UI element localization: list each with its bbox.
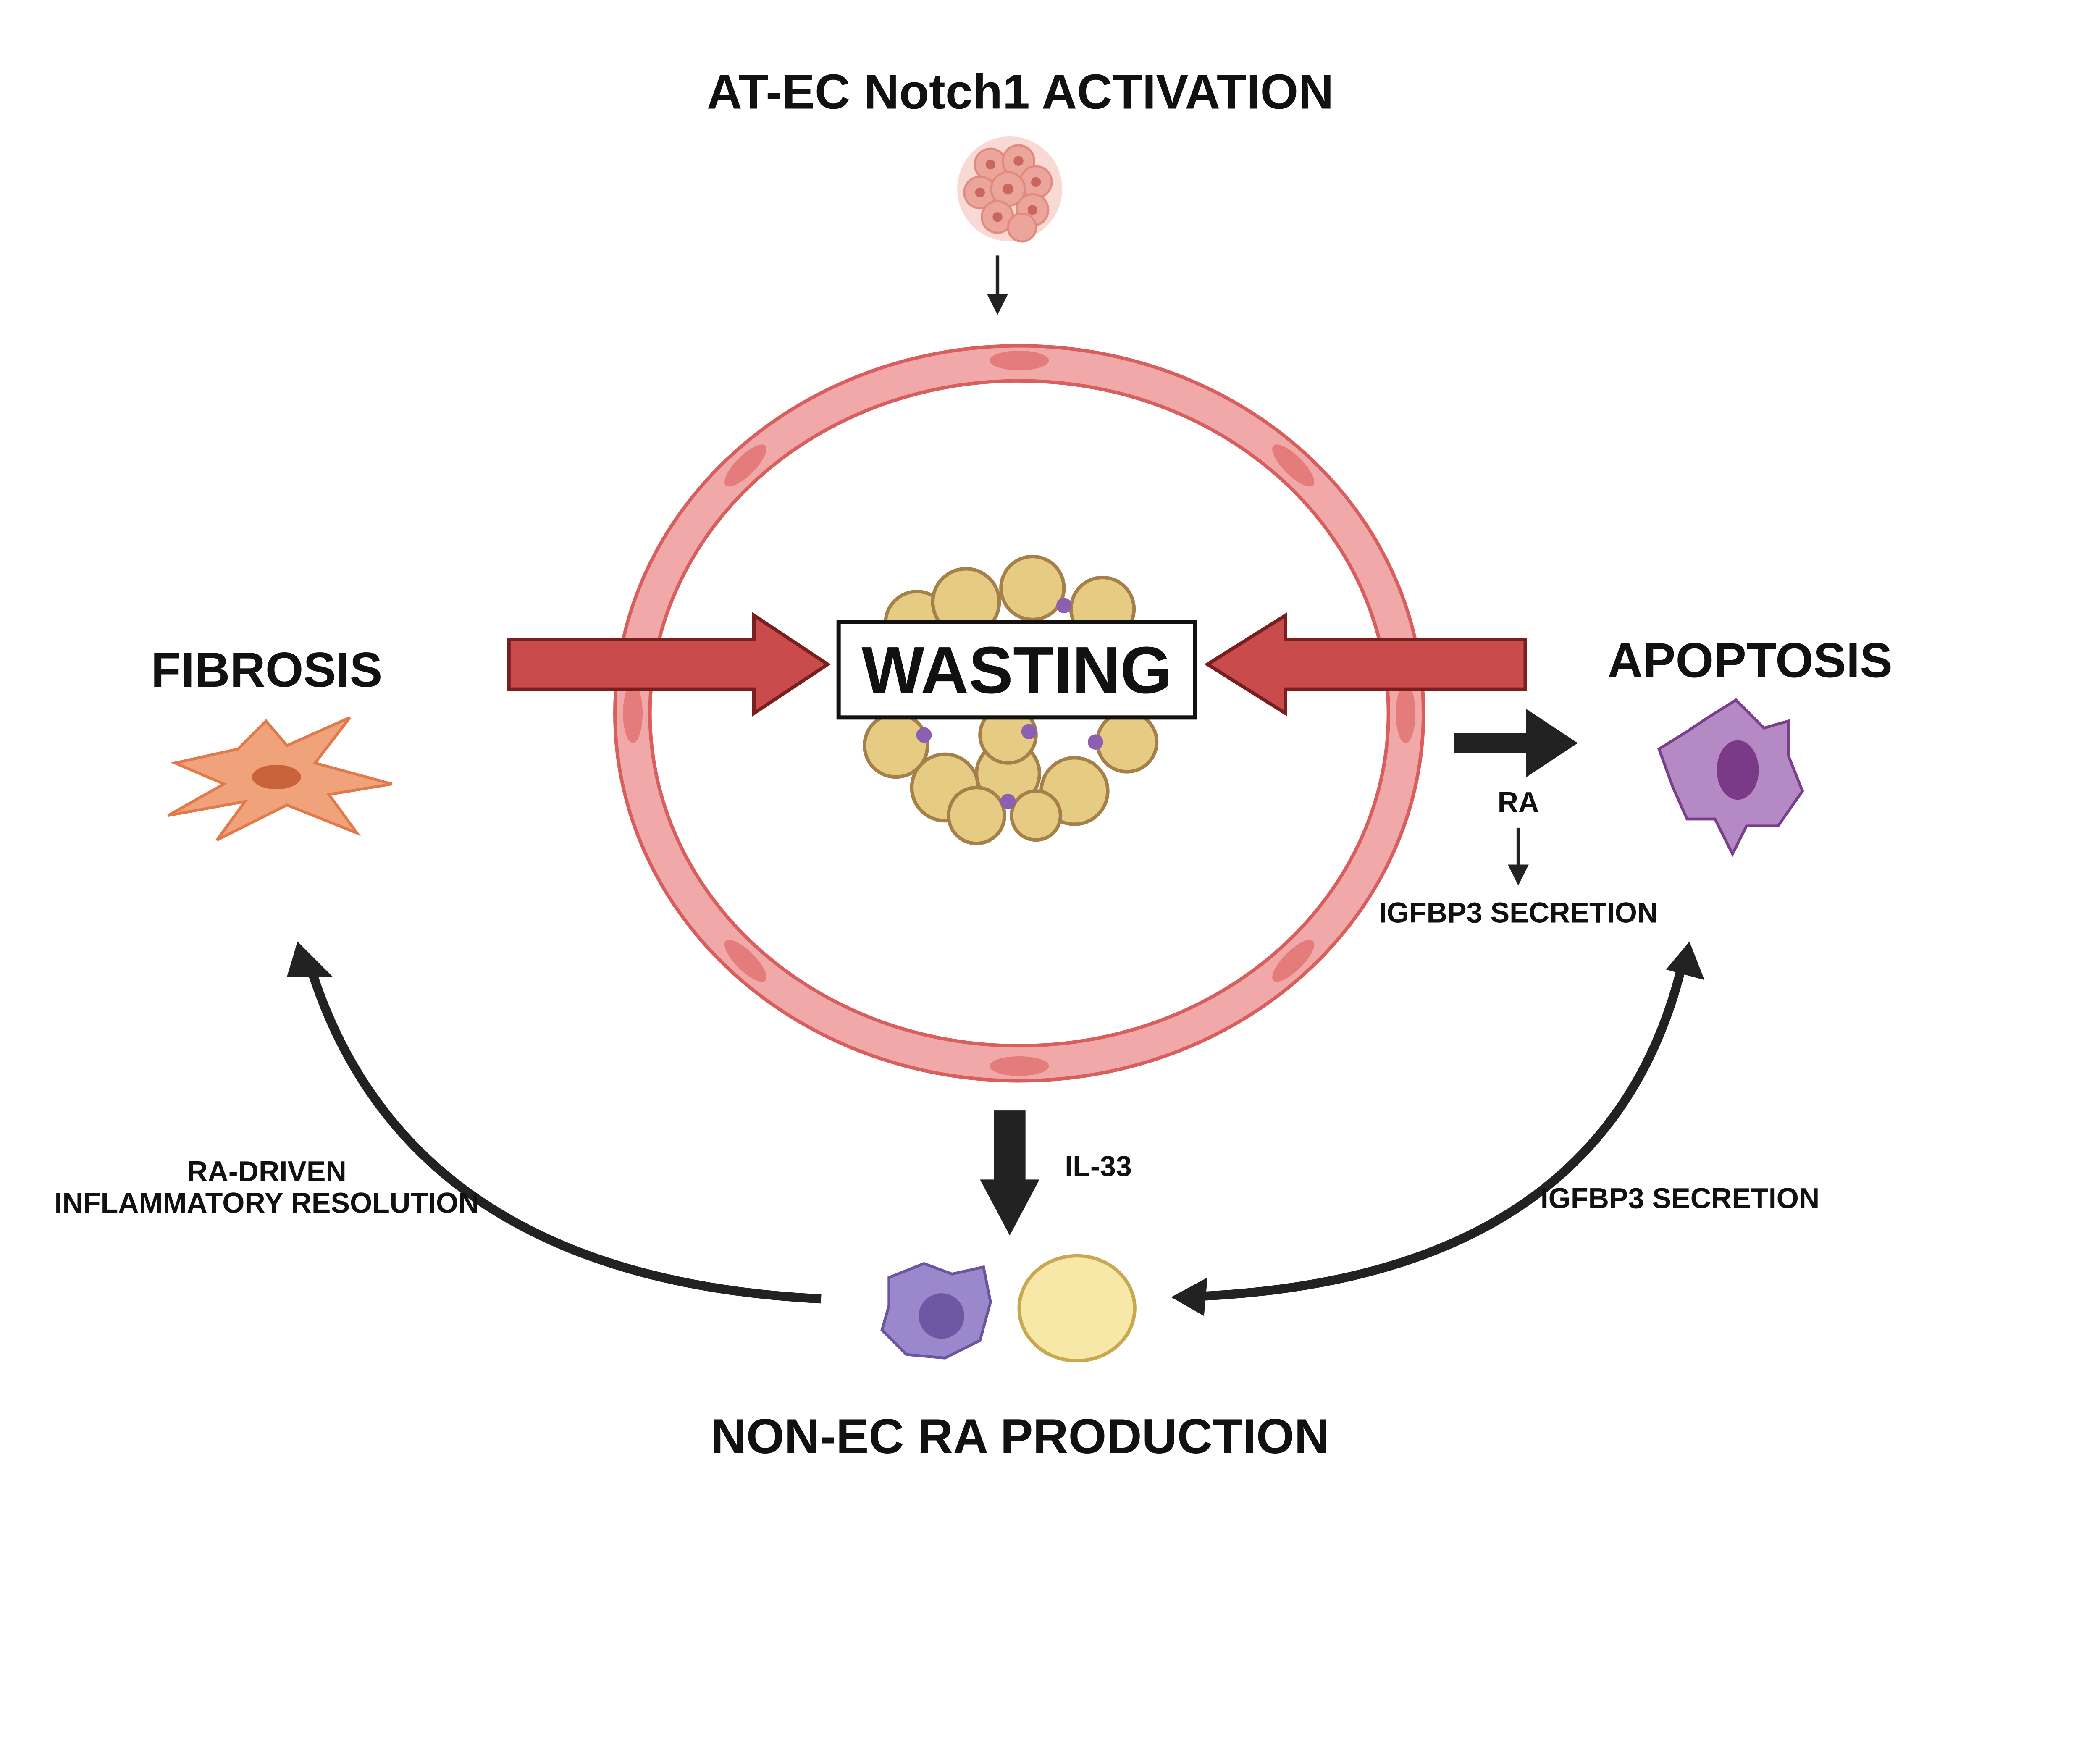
- left-arc-label-line1: RA-DRIVEN: [187, 1156, 346, 1188]
- right-curved-arrow: [1197, 958, 1688, 1301]
- il33-label: IL-33: [1065, 1150, 1131, 1182]
- il33-arrow: [980, 1110, 1040, 1236]
- wasting-box: [836, 620, 1197, 720]
- endothelial-cluster-icon: [957, 136, 1063, 243]
- wasting-label: WASTING: [861, 633, 1172, 707]
- right-arrowhead-top: [1666, 941, 1705, 980]
- wasting-diagram: AT-EC Notch1 ACTIVATION: [55, 64, 1893, 1464]
- right-arrowhead-bottom: [1171, 1277, 1208, 1316]
- left-arrowhead: [287, 941, 333, 976]
- adipocyte-icon: [1017, 1254, 1137, 1363]
- right-arc-label: IGFBP3 SECRETION: [1541, 1183, 1819, 1215]
- apoptosis-black-arrow: [1454, 709, 1578, 777]
- fibroblast-icon: [167, 716, 393, 841]
- ra-label: RA: [1498, 786, 1539, 818]
- left-curved-arrow: [303, 958, 822, 1304]
- igfbp3-upper-label: IGFBP3 SECRETION: [1379, 897, 1658, 929]
- apoptotic-cell-icon: [1657, 698, 1804, 857]
- left-arc-label-line2: INFLAMMATORY RESOLUTION: [55, 1187, 479, 1219]
- apoptosis-arrow: [1204, 612, 1527, 717]
- apoptosis-label: APOPTOSIS: [1607, 633, 1893, 688]
- macrophage-icon: [880, 1262, 992, 1360]
- vessel-ring-icon: [613, 344, 1425, 1083]
- immune-cells-icon: [916, 598, 1103, 809]
- bottom-label: NON-EC RA PRODUCTION: [711, 1409, 1330, 1464]
- fibrosis-arrow: [507, 612, 831, 717]
- fibrosis-label: FIBROSIS: [151, 642, 383, 697]
- top-label: AT-EC Notch1 ACTIVATION: [707, 64, 1334, 119]
